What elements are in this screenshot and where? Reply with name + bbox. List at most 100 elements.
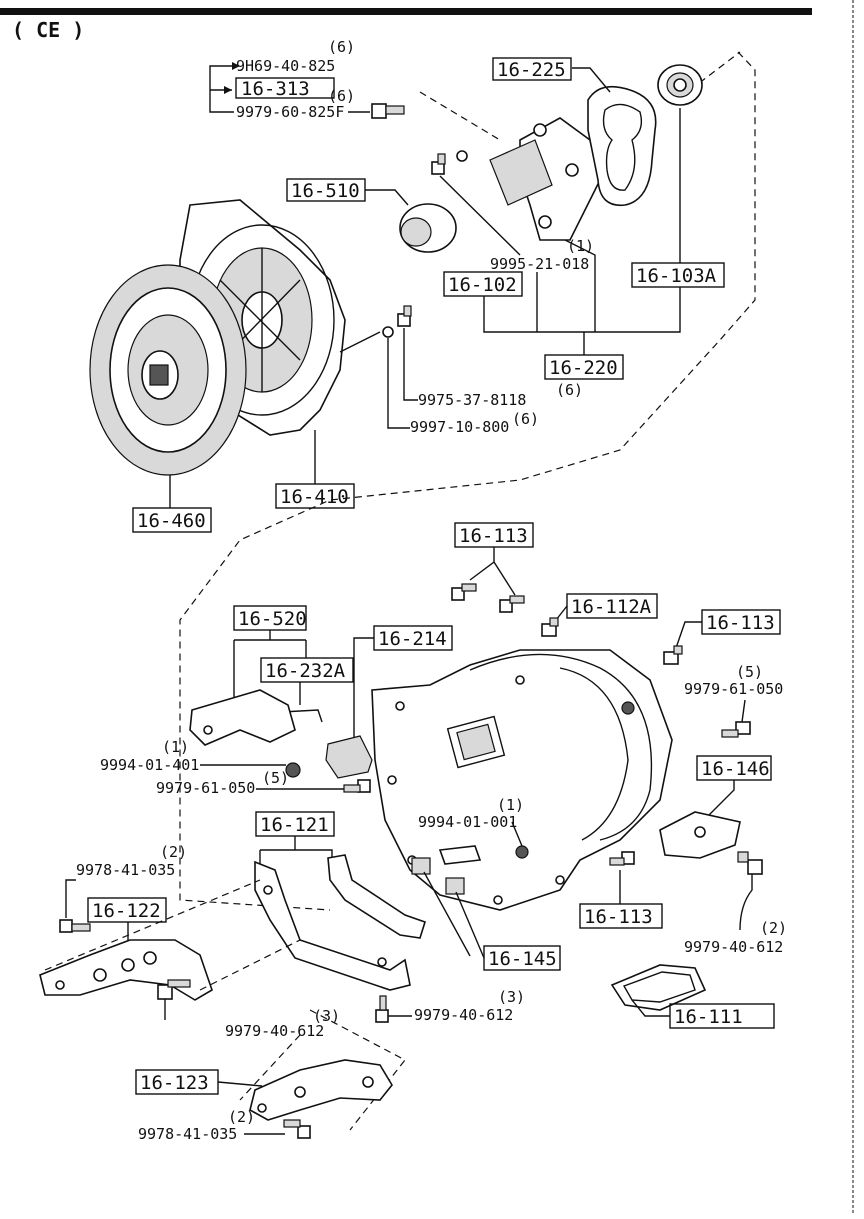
bolt-9975-label: 9975-37-8118 <box>418 391 526 409</box>
bolt-9h69-label: 9H69-40-825 <box>236 57 335 75</box>
label-16-520: 16-520 <box>238 608 307 630</box>
leader-16-111 <box>631 999 670 1017</box>
bolt-9978-41-bottom-label: 9978-41-035 <box>138 1125 237 1143</box>
mount-bracket-16-121-a-shape <box>327 854 426 939</box>
bolt-icon <box>541 617 559 637</box>
label-16-123: 16-123 <box>140 1072 209 1094</box>
cover-plate-shape <box>659 811 741 859</box>
leader-cover-bolt <box>339 331 381 353</box>
nut-icon <box>285 762 301 778</box>
callout-9h69 <box>209 65 232 90</box>
bolt-9979-61-left-qty: (5) <box>262 769 289 787</box>
bearing-icon <box>657 64 703 106</box>
bolt-9975-qty: (6) <box>556 381 583 399</box>
release-fork-shape <box>189 689 296 746</box>
bolt-icon <box>663 645 683 665</box>
retainer-spring-shape <box>281 709 323 723</box>
bolt-icon <box>431 153 446 175</box>
bracket-16-520 <box>233 630 307 700</box>
label-16-111: 16-111 <box>674 1006 743 1028</box>
label-16-113-top: 16-113 <box>459 525 528 547</box>
label-16-410: 16-410 <box>280 486 349 508</box>
leader-9979-40-right <box>739 874 753 931</box>
box-16-232a <box>260 657 354 683</box>
header-rule <box>0 8 812 15</box>
arrow-9h69 <box>232 62 240 70</box>
bolt-icon <box>451 583 477 601</box>
bolt-9979-60-label: 9979-60-825F <box>236 103 344 121</box>
label-16-214: 16-214 <box>378 628 447 650</box>
bolt-9979-60-qty: (6) <box>328 87 355 105</box>
clutch-housing-shape <box>371 649 673 911</box>
assembly-line <box>44 879 301 991</box>
bolt-icon <box>499 595 525 613</box>
label-16-112a: 16-112A <box>571 596 652 618</box>
bolt-icon <box>397 305 412 327</box>
box-16-225 <box>492 57 572 81</box>
leader-9995 <box>439 175 521 256</box>
mount-bracket-16-122-shape <box>39 939 213 1001</box>
label-16-113-right: 16-113 <box>706 612 775 634</box>
leader-9975 <box>403 328 418 401</box>
box-16-220 <box>544 354 624 380</box>
box-16-313 <box>235 77 335 99</box>
leader-16-214 <box>353 637 374 740</box>
bolt-9978-41-bottom-qty: (2) <box>228 1108 255 1126</box>
bolt-icon <box>721 721 751 738</box>
box-16-460 <box>132 507 212 533</box>
bolt-9979-40-right-qty: (2) <box>760 919 787 937</box>
bolt-9979-61-right-qty: (5) <box>736 663 763 681</box>
bolt-9979-40-mid-qty: (3) <box>498 988 525 1006</box>
label-16-232a: 16-232A <box>265 660 346 682</box>
leader-9997 <box>387 338 410 429</box>
nut-9994-401-label: 9994-01-401 <box>100 756 199 774</box>
bolt-9979-40-left-qty-3: (3) <box>313 1007 340 1025</box>
washer-icon <box>456 150 468 162</box>
bolt-9995-label: 9995-21-018 <box>490 255 589 273</box>
bolt-9979-40-left-label: 9979-40-612 <box>225 1022 324 1040</box>
leader-9994-001 <box>511 821 523 847</box>
label-16-121: 16-121 <box>260 814 329 836</box>
bolt-9979-40-mid-label: 9979-40-612 <box>414 1006 513 1024</box>
leader-9979-61-right <box>741 699 746 723</box>
gasket-16-225-shape <box>587 85 657 207</box>
label-16-460: 16-460 <box>137 510 206 532</box>
box-16-122 <box>87 897 167 923</box>
leader-16-113-right <box>675 621 702 649</box>
bolt-9h69-qty: (6) <box>328 38 355 56</box>
label-16-113-bottom: 16-113 <box>584 906 653 928</box>
box-16-103a <box>631 262 725 288</box>
bolt-icon <box>737 851 763 875</box>
insulator-16-145-shape <box>411 845 482 895</box>
leader-16-113-top <box>469 547 516 596</box>
pin-9994-001-label: 9994-01-001 <box>418 813 517 831</box>
release-collar-housing <box>489 117 601 241</box>
bolt-9978-41-top-qty: (2) <box>160 843 187 861</box>
leader-16-123 <box>217 1081 263 1087</box>
bracket-16-220 <box>483 239 681 355</box>
bolt-icon <box>609 851 635 866</box>
label-16-102: 16-102 <box>448 274 517 296</box>
pad-16-111-shape <box>610 964 707 1011</box>
washer-9997-qty: (6) <box>512 410 539 428</box>
leader-9978-41-top <box>65 879 76 918</box>
bolt-icon <box>59 919 91 933</box>
bolt-icon <box>375 995 389 1023</box>
bracket-16-121 <box>259 836 333 870</box>
box-16-102 <box>443 271 523 297</box>
label-16-145: 16-145 <box>488 948 557 970</box>
release-bearing-icon <box>399 203 457 253</box>
leader-16-145 <box>423 871 485 959</box>
leader-16-510 <box>365 189 409 206</box>
bolt-9979-40-right-label: 9979-40-612 <box>684 938 783 956</box>
mount-bracket-16-121-b-shape <box>254 860 411 991</box>
leader-16-146 <box>705 780 735 819</box>
label-16-225: 16-225 <box>497 59 566 81</box>
label-16-146: 16-146 <box>701 758 770 780</box>
leader-16-225 <box>572 67 611 93</box>
section-code: ( CE ) <box>12 18 84 42</box>
bolt-9979-61-right-label: 9979-61-050 <box>684 680 783 698</box>
clutch-disc-shape <box>89 264 247 476</box>
